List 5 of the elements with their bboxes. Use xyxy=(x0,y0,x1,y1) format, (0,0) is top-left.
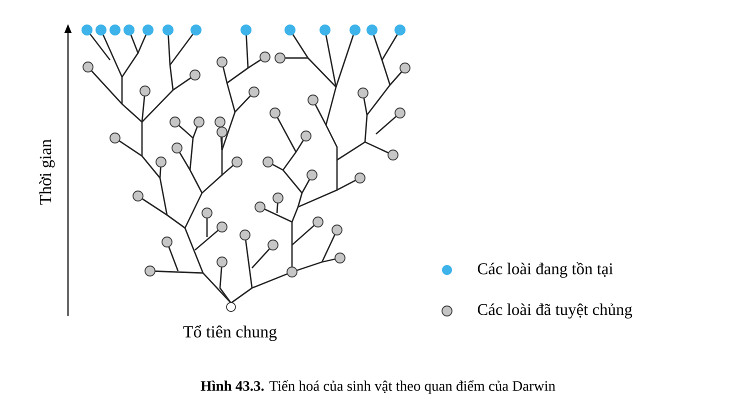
axis-label: Thời gian xyxy=(39,139,55,205)
root-label: Tổ tiên chung xyxy=(183,325,277,341)
legend-label: Các loài đang tồn tại xyxy=(478,262,613,278)
caption: Hình 43.3. Tiến hoá của sinh vật theo quan điểm của Darwin xyxy=(200,380,556,394)
legend-label: Các loài đã tuyệt chủng xyxy=(478,304,632,318)
